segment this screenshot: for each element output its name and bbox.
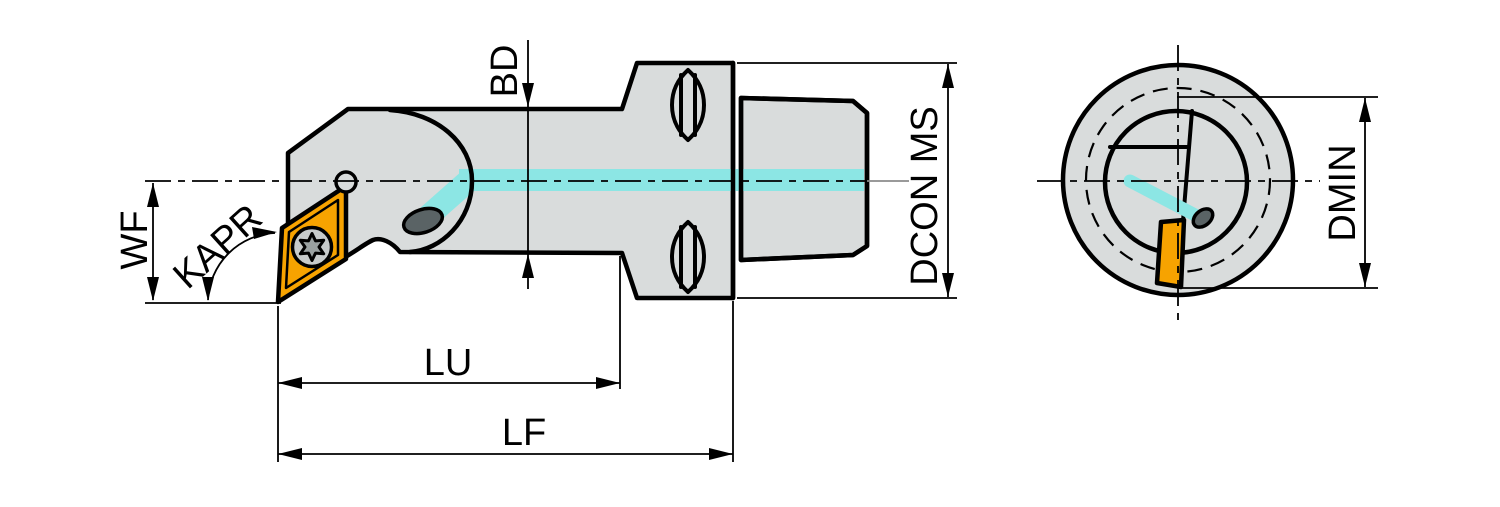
wf-dimension: WF xyxy=(114,183,281,304)
label-dmin: DMIN xyxy=(1322,144,1364,241)
flange-slot-bottom-outline xyxy=(670,220,706,294)
dmin-dimension: DMIN xyxy=(1177,96,1378,289)
dmin-arrow-bottom xyxy=(1359,263,1371,287)
side-view: BD WF KAPR LU xyxy=(114,40,957,462)
dcon-dimension: DCON MS xyxy=(737,62,957,299)
torx-screw-icon xyxy=(298,232,326,262)
flange-slot-bottom xyxy=(670,220,706,294)
dcon-arrow-top xyxy=(942,64,954,88)
bd-arrow-top xyxy=(522,83,534,107)
wf-arrow-bottom xyxy=(147,277,159,301)
insert-side-inner-edge xyxy=(284,198,340,290)
label-kapr: KAPR xyxy=(165,197,270,297)
coolant-outlet xyxy=(401,206,445,236)
dcon-arrow-bottom xyxy=(942,273,954,297)
label-lu: LU xyxy=(424,342,473,384)
kapr-arrow-bottom xyxy=(202,277,214,301)
bd-dimension: BD xyxy=(484,40,534,289)
dmin-arrow-top xyxy=(1359,98,1371,122)
bd-arrow-bottom xyxy=(522,254,534,278)
lf-arrow-left xyxy=(278,448,302,460)
flange-slot-top-outline xyxy=(670,68,706,142)
flange-slot-top xyxy=(670,68,706,142)
kapr-arrow-top xyxy=(252,227,277,239)
lf-arrow-right xyxy=(709,448,733,460)
coolant-channel xyxy=(459,169,864,191)
kapr-dimension: KAPR xyxy=(165,197,277,301)
end-view: DMIN xyxy=(1037,45,1378,322)
label-dcon-ms: DCON MS xyxy=(904,106,946,285)
capto-coupling-outline xyxy=(738,95,870,263)
pivot-hole xyxy=(334,170,358,194)
lu-arrow-right xyxy=(596,377,620,389)
label-lf: LF xyxy=(502,412,546,454)
insert-front xyxy=(1154,217,1187,290)
lu-dimension: LU xyxy=(277,256,621,462)
wf-arrow-top xyxy=(147,183,159,207)
end-view-coolant-channel xyxy=(1123,174,1204,223)
lf-dimension: LF xyxy=(278,301,734,462)
end-view-coolant-outlet xyxy=(1191,207,1215,229)
lu-arrow-left xyxy=(278,377,302,389)
head-ball-arc xyxy=(387,107,475,255)
label-wf: WF xyxy=(114,210,156,269)
label-bd: BD xyxy=(484,45,526,98)
